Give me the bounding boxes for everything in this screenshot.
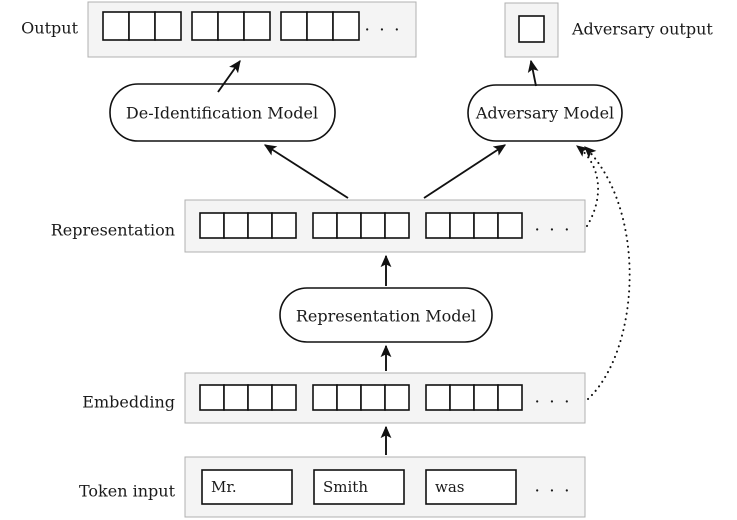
representation-cell: [473, 212, 499, 239]
output-cell: [280, 11, 308, 41]
edge-representation-to-adversary: [423, 144, 507, 199]
adversary-model-node[interactable]: Adversary Model: [467, 84, 623, 142]
embedding-cell: [449, 384, 475, 411]
embedding-row-label: Embedding: [82, 393, 175, 412]
output-cell: [154, 11, 182, 41]
output-group-2: [191, 11, 271, 41]
representation-cell: [336, 212, 362, 239]
representation-cell: [247, 212, 273, 239]
representation-row-label: Representation: [51, 221, 175, 240]
embedding-group-3: [425, 384, 523, 411]
representation-cell: [384, 212, 410, 239]
token-box: [201, 469, 293, 505]
representation-row: Representation · · ·: [51, 199, 586, 253]
output-cell: [243, 11, 271, 41]
output-row-label: Output: [21, 19, 78, 38]
embedding-cell: [425, 384, 451, 411]
representation-model-shape: [279, 287, 493, 343]
edges-layer: [217, 59, 631, 455]
adversary-model-label: Adversary Model: [475, 104, 614, 123]
adversary-output-cell: [518, 15, 545, 43]
representation-cell: [223, 212, 249, 239]
output-cell: [102, 11, 130, 41]
output-ellipsis: · · ·: [364, 21, 401, 41]
representation-cell: [425, 212, 451, 239]
token-item[interactable]: Mr.: [201, 469, 293, 505]
token-input-row: Token input Mr. Smith was · · ·: [79, 456, 586, 518]
representation-model-node[interactable]: Representation Model: [279, 287, 493, 343]
adversary-model-shape: [467, 84, 623, 142]
embedding-cell: [199, 384, 225, 411]
embedding-cell: [247, 384, 273, 411]
output-cell: [332, 11, 360, 41]
embedding-cell: [473, 384, 499, 411]
output-cell: [217, 11, 245, 41]
embedding-row: Embedding · · ·: [82, 372, 586, 424]
representation-model-label: Representation Model: [296, 307, 476, 326]
token-item[interactable]: was: [425, 469, 517, 505]
edge-deid-to-output: [217, 59, 241, 93]
token-box: [313, 469, 405, 505]
token-item[interactable]: Smith: [313, 469, 405, 505]
edge-adversary-to-adversary-output: [527, 59, 539, 87]
token-input-row-label: Token input: [79, 482, 176, 501]
representation-cell: [271, 212, 297, 239]
embedding-cell: [312, 384, 338, 411]
edge-representation-dotted-to-adversary: [576, 145, 600, 227]
embedding-cell: [497, 384, 523, 411]
embedding-group-1: [199, 384, 297, 411]
representation-cell: [312, 212, 338, 239]
representation-cell: [360, 212, 386, 239]
edge-representation-to-deid: [263, 144, 349, 199]
output-row: Output · · ·: [21, 1, 417, 58]
embedding-cell: [384, 384, 410, 411]
token-text: was: [435, 478, 464, 496]
embedding-cell: [223, 384, 249, 411]
deidentification-model-label: De-Identification Model: [126, 104, 318, 123]
embedding-cell: [360, 384, 386, 411]
embedding-cell: [336, 384, 362, 411]
representation-cell: [199, 212, 225, 239]
token-box: [425, 469, 517, 505]
embedding-group-2: [312, 384, 410, 411]
deidentification-model-node[interactable]: De-Identification Model: [109, 83, 336, 142]
representation-ellipsis: · · ·: [534, 221, 571, 241]
token-input-ellipsis: · · ·: [534, 482, 571, 502]
deidentification-model-shape: [109, 83, 336, 142]
representation-cell: [449, 212, 475, 239]
representation-group-3: [425, 212, 523, 239]
embedding-cell: [271, 384, 297, 411]
adversary-output-row: Adversary output: [504, 2, 713, 58]
token-text: Mr.: [211, 478, 237, 496]
representation-group-2: [312, 212, 410, 239]
output-cell: [191, 11, 219, 41]
adversary-output-label: Adversary output: [571, 20, 713, 39]
output-group-1: [102, 11, 182, 41]
output-cell: [128, 11, 156, 41]
token-text: Smith: [323, 478, 368, 496]
output-cell: [306, 11, 334, 41]
embedding-ellipsis: · · ·: [534, 393, 571, 413]
edge-embedding-dotted-to-adversary: [584, 146, 631, 400]
representation-cell: [497, 212, 523, 239]
representation-group-1: [199, 212, 297, 239]
output-group-3: [280, 11, 360, 41]
